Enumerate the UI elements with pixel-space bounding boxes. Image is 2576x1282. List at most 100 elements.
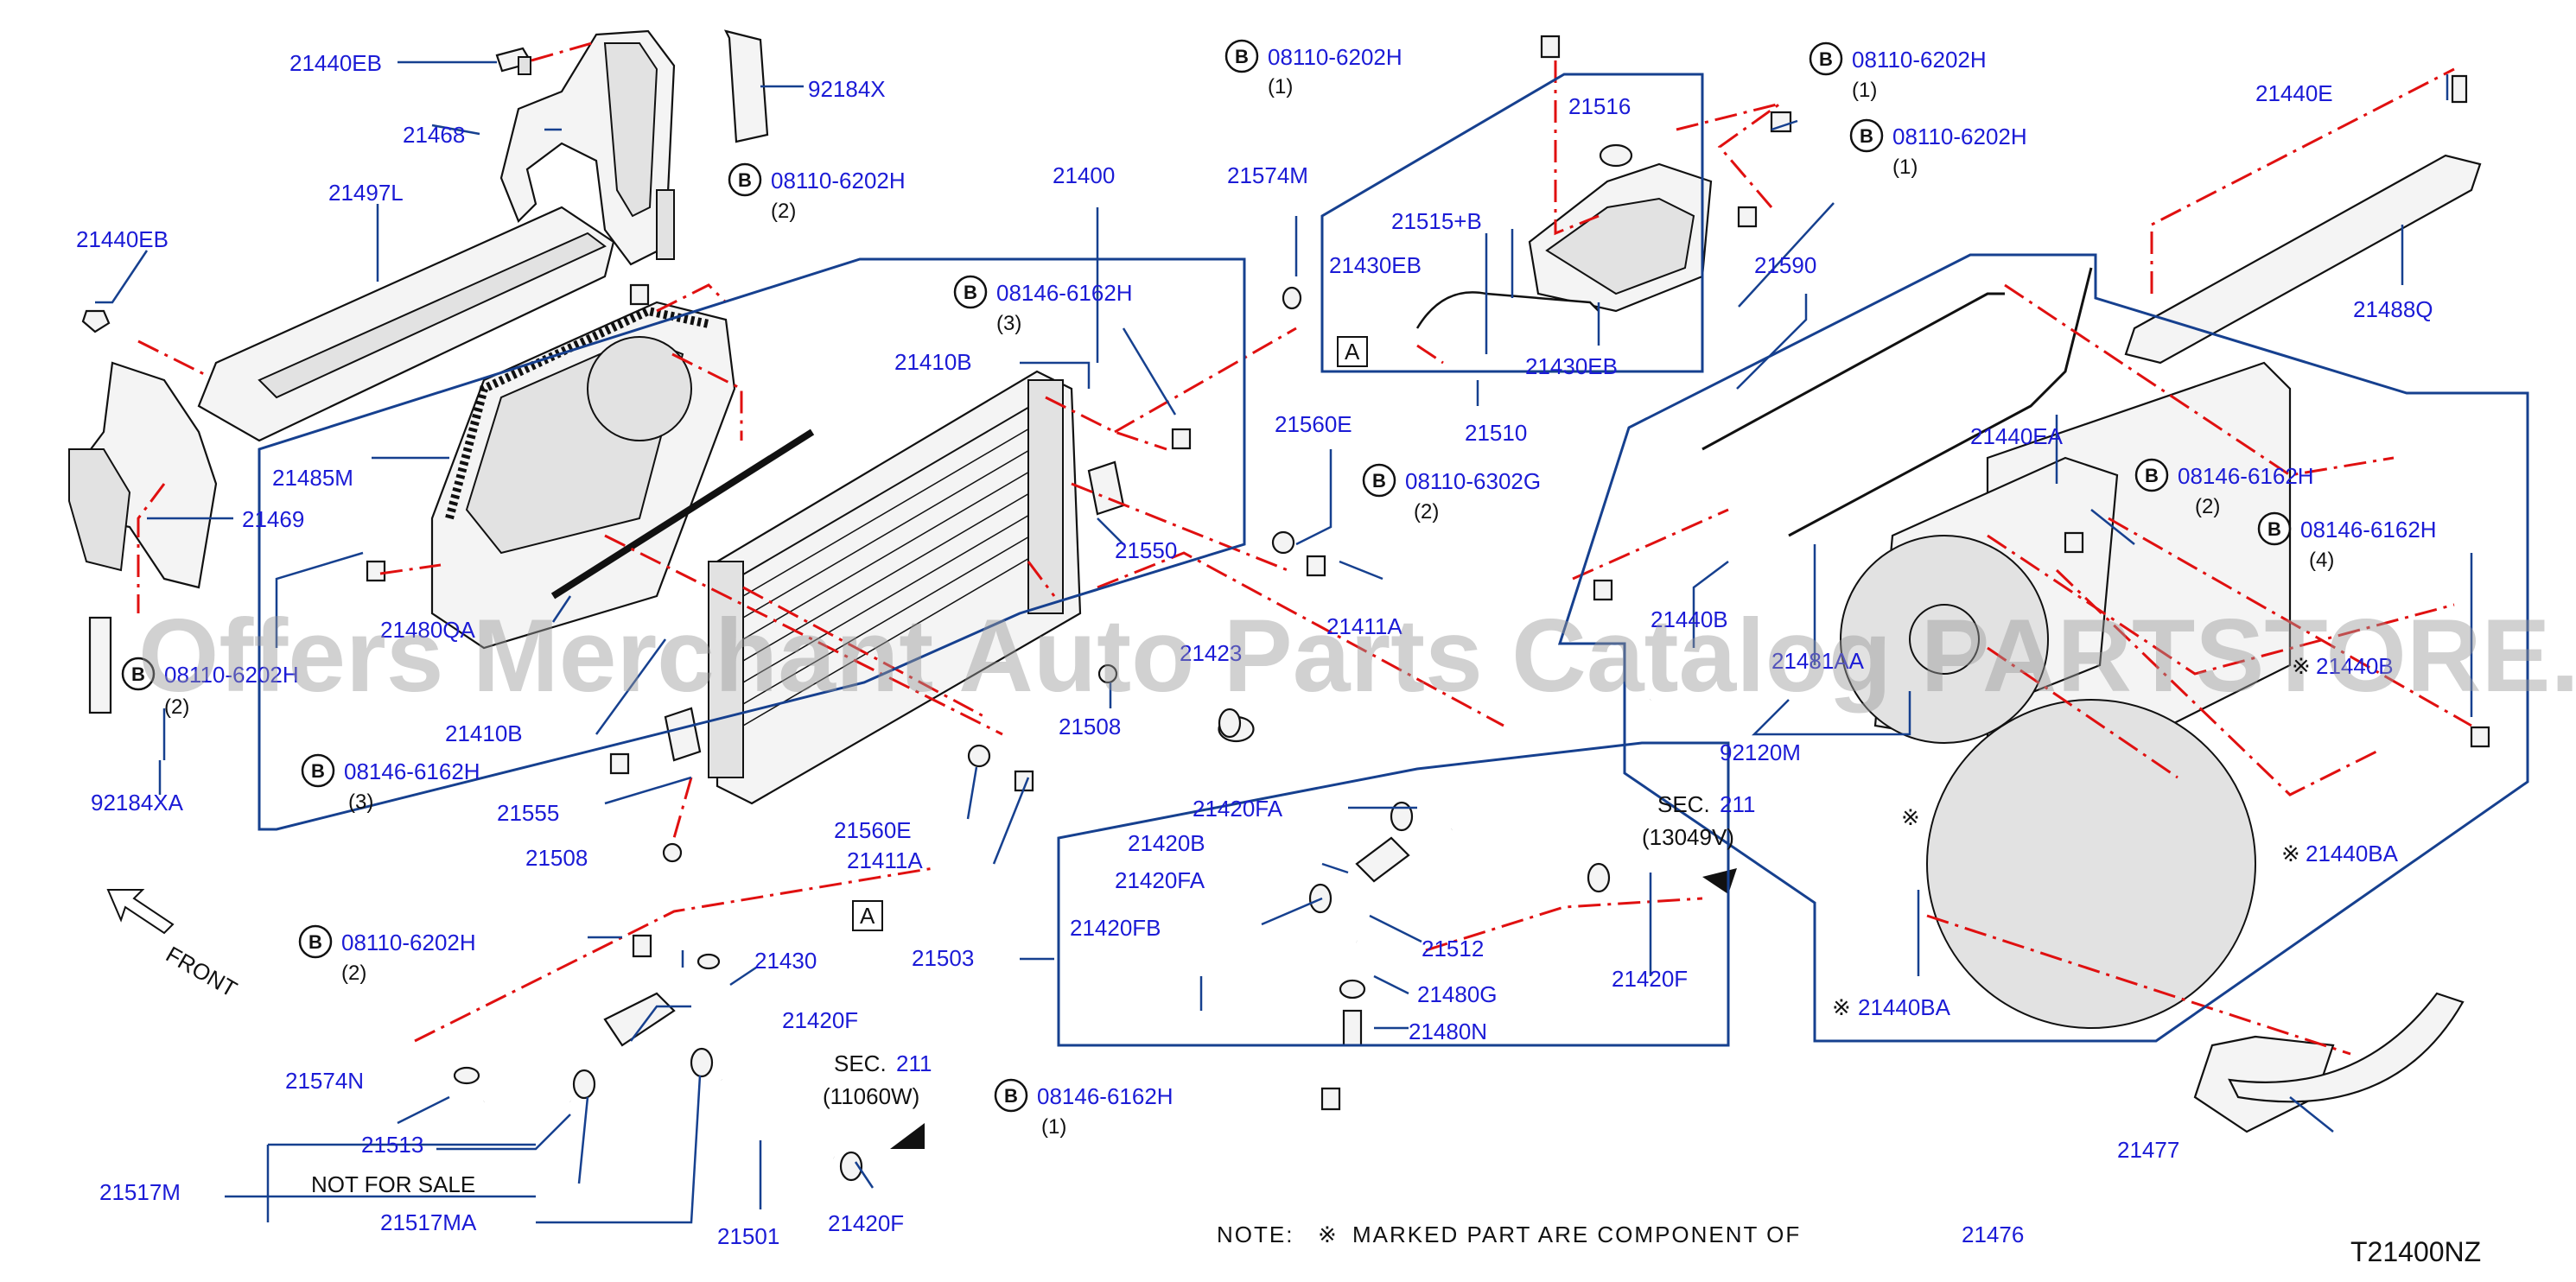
label-21420FB[interactable]: 21420FB <box>1070 915 1161 941</box>
svg-text:08146-6162H: 08146-6162H <box>996 280 1133 306</box>
label-21512[interactable]: 21512 <box>1422 936 1484 962</box>
label-21555[interactable]: 21555 <box>497 800 559 826</box>
label-21430[interactable]: 21430 <box>754 948 817 974</box>
label-21440EA[interactable]: 21440EA <box>1970 423 2064 449</box>
label-21497L[interactable]: 21497L <box>328 180 404 206</box>
label-21508-right[interactable]: 21508 <box>1059 714 1121 739</box>
bolt-08110-6202H-left[interactable]: B 08110-6202H (2) <box>121 657 299 719</box>
label-21550[interactable]: 21550 <box>1115 537 1177 563</box>
label-21480G[interactable]: 21480G <box>1417 981 1498 1007</box>
label-21400[interactable]: 21400 <box>1053 162 1115 188</box>
sec-211-13049V[interactable]: SEC. 211 (13049V) <box>1642 791 1755 850</box>
label-21515B[interactable]: 21515+B <box>1391 208 1482 234</box>
bolt-08146-6162H-fan2[interactable]: B 08146-6162H (4) <box>2257 511 2437 572</box>
hose-clamps <box>453 286 1611 1182</box>
svg-text:(1): (1) <box>1852 79 1877 102</box>
bolt-08146-6162H-radiator[interactable]: B 08146-6162H (3) <box>953 275 1133 335</box>
reference-marks: A A SEC. 211 (13049V) SEC. 211 (11060W) … <box>106 336 1755 1109</box>
label-21420F-mid[interactable]: 21420F <box>782 1007 858 1033</box>
label-21517MA[interactable]: 21517MA <box>380 1209 477 1235</box>
svg-text:B: B <box>1004 1085 1018 1107</box>
svg-text:B: B <box>1860 125 1873 147</box>
label-21517M[interactable]: 21517M <box>99 1179 181 1205</box>
svg-text:(2): (2) <box>2195 495 2220 518</box>
seal-92184X <box>723 29 769 143</box>
watermark-text: Offers Merchant Auto Parts Catalog PARTS… <box>138 598 2576 714</box>
bolt-08110-6302G[interactable]: B 08110-6302G (2) <box>1362 463 1541 524</box>
label-21411A-top[interactable]: 21411A <box>1326 613 1402 639</box>
svg-text:※: ※ <box>1832 994 1851 1020</box>
label-21468[interactable]: 21468 <box>403 122 465 148</box>
label-21420FA-top[interactable]: 21420FA <box>1193 796 1283 822</box>
label-21411A-bottom[interactable]: 21411A <box>847 847 923 873</box>
svg-text:08146-6162H: 08146-6162H <box>1037 1083 1174 1109</box>
label-21440BA-right[interactable]: 21440BA <box>2306 841 2399 866</box>
svg-text:SEC.: SEC. <box>1657 791 1710 817</box>
label-21469[interactable]: 21469 <box>242 506 304 532</box>
label-21560E-top[interactable]: 21560E <box>1275 411 1352 437</box>
svg-text:A: A <box>860 903 875 929</box>
bolt-08110-6202H-right2[interactable]: B 08110-6202H (1) <box>1849 118 2027 179</box>
bolt-08146-6162H-fan1[interactable]: B 08146-6162H (2) <box>2134 458 2314 518</box>
label-21480QA[interactable]: 21480QA <box>380 617 476 643</box>
label-21560E-bottom[interactable]: 21560E <box>834 817 912 843</box>
label-21488Q[interactable]: 21488Q <box>2353 296 2433 322</box>
label-21480N[interactable]: 21480N <box>1409 1019 1487 1044</box>
label-92184X[interactable]: 92184X <box>808 76 886 102</box>
label-21440E[interactable]: 21440E <box>2255 80 2333 106</box>
label-21440BA-bottom[interactable]: 21440BA <box>1858 994 1951 1020</box>
svg-text:(2): (2) <box>1414 500 1439 524</box>
label-92120M[interactable]: 92120M <box>1720 739 1801 765</box>
label-21508-left[interactable]: 21508 <box>525 845 588 871</box>
bolt-08110-6202H-frame[interactable]: B 08110-6202H (2) <box>728 162 906 223</box>
bolt-08146-6162H-lower[interactable]: B 08146-6162H (1) <box>994 1078 1174 1139</box>
label-21574M[interactable]: 21574M <box>1227 162 1308 188</box>
label-21510[interactable]: 21510 <box>1465 420 1527 446</box>
label-21423[interactable]: 21423 <box>1180 640 1242 666</box>
label-21485M[interactable]: 21485M <box>272 465 353 491</box>
label-92184XA[interactable]: 92184XA <box>91 790 184 816</box>
label-21430EB-right[interactable]: 21430EB <box>1525 353 1618 379</box>
bolt-08110-6202H-top[interactable]: B 08110-6202H (1) <box>1224 39 1402 98</box>
label-21440B-right[interactable]: 21440B <box>2316 653 2394 679</box>
label-21501[interactable]: 21501 <box>717 1223 779 1249</box>
label-21440B[interactable]: 21440B <box>1651 606 1728 632</box>
svg-text:(4): (4) <box>2309 549 2334 572</box>
label-21513[interactable]: 21513 <box>361 1132 423 1158</box>
label-21420FA-mid[interactable]: 21420FA <box>1115 867 1205 893</box>
svg-text:211: 211 <box>1720 791 1755 817</box>
group-boxes <box>258 73 2529 1047</box>
label-21477[interactable]: 21477 <box>2117 1137 2179 1163</box>
label-21420F-right[interactable]: 21420F <box>1612 966 1688 992</box>
svg-text:B: B <box>964 282 977 303</box>
clip-21440EB-left <box>81 309 111 333</box>
label-21503[interactable]: 21503 <box>912 945 974 971</box>
ref-box-A-lower[interactable]: A <box>852 900 883 931</box>
sec-211-11060W[interactable]: SEC. 211 (11060W) <box>823 1050 932 1109</box>
label-21420F-bottom[interactable]: 21420F <box>828 1210 904 1236</box>
assembly-dash-lines <box>137 41 2472 1056</box>
label-21440EB[interactable]: 21440EB <box>289 50 382 76</box>
svg-text:SEC.: SEC. <box>834 1050 887 1076</box>
label-21430EB-left[interactable]: 21430EB <box>1329 252 1422 278</box>
ref-box-A-reservoir[interactable]: A <box>1337 336 1368 367</box>
svg-text:※: ※ <box>1901 804 1920 830</box>
svg-text:(3): (3) <box>996 312 1021 335</box>
frame-21485M <box>430 301 736 650</box>
bolt-08146-6162H-bracket[interactable]: B 08146-6162H (3) <box>301 753 480 814</box>
svg-text:08146-6162H: 08146-6162H <box>2178 463 2314 489</box>
label-21574N[interactable]: 21574N <box>285 1068 364 1094</box>
label-21481AA[interactable]: 21481AA <box>1771 648 1865 674</box>
bolt-08110-6202H-right1[interactable]: B 08110-6202H (1) <box>1809 41 1987 102</box>
label-21516[interactable]: 21516 <box>1568 93 1631 119</box>
label-21410B-bottom[interactable]: 21410B <box>445 720 523 746</box>
label-21440EB-left[interactable]: 21440EB <box>76 226 169 252</box>
label-21410B-top[interactable]: 21410B <box>894 349 972 375</box>
clip-21508 <box>662 663 1118 863</box>
label-21420B[interactable]: 21420B <box>1128 830 1205 856</box>
bracket-21550 <box>1087 460 1125 516</box>
part-labels: 21440EB 92184X 21468 21497L 21440EB 2148… <box>76 50 2433 1249</box>
bolt-08110-6202H-hose[interactable]: B 08110-6202H (2) <box>298 924 476 985</box>
label-21590[interactable]: 21590 <box>1754 252 1816 278</box>
